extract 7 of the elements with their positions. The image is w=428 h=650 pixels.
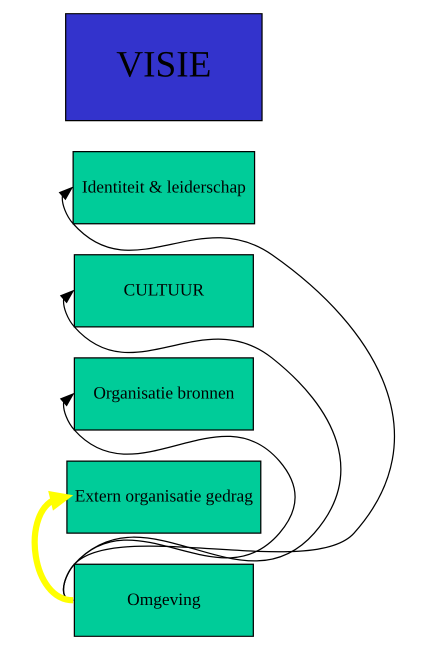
node-box: VISIE <box>64 13 262 122</box>
node-box: Extern organisatie gedrag <box>66 460 261 534</box>
arrow <box>31 490 74 604</box>
node-box: Identiteit & leiderschap <box>72 151 255 224</box>
node-box: Omgeving <box>73 564 254 637</box>
node-box: CULTUUR <box>73 254 254 328</box>
node-box: Organisatie bronnen <box>73 357 254 431</box>
